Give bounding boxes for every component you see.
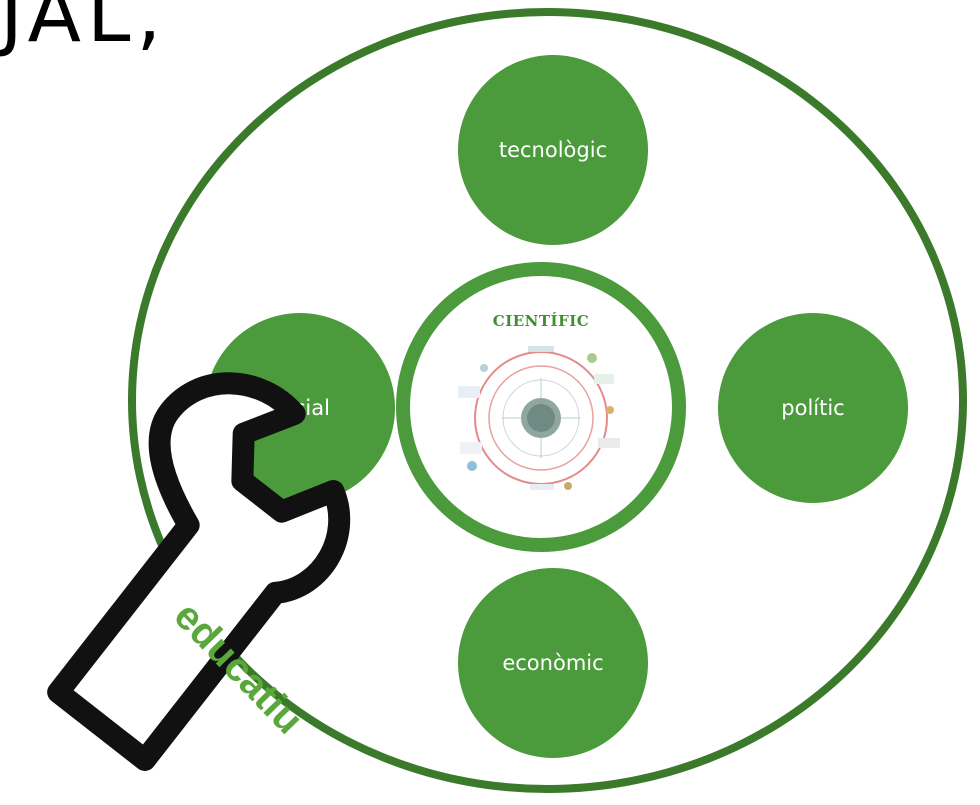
node-economic: econòmic <box>458 568 648 758</box>
node-tecnologic: tecnològic <box>458 55 648 245</box>
node-label: econòmic <box>502 651 604 675</box>
heading-fragment: JAL, <box>0 0 168 60</box>
node-label: polític <box>781 396 845 420</box>
center-title: CIENTÍFIC <box>492 312 590 330</box>
center-scientific-circle: CIENTÍFIC <box>396 262 686 552</box>
node-label: social <box>270 396 330 420</box>
science-cycle-diagram-icon <box>458 346 620 490</box>
node-social: social <box>205 313 395 503</box>
node-politic: polític <box>718 313 908 503</box>
node-label: tecnològic <box>498 138 608 162</box>
